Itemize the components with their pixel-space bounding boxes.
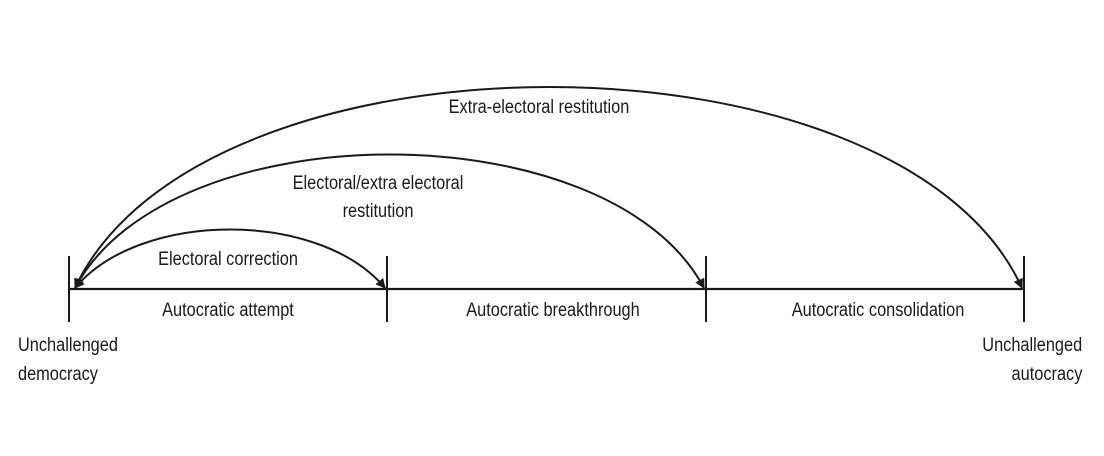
endpoint-left-line2: democracy [18, 364, 98, 385]
stage-label-breakthrough: Autocratic breakthrough [466, 300, 640, 321]
arc-label-mixed-line2: restitution [342, 201, 414, 222]
arc-label-extra-electoral: Extra-electoral restitution [448, 97, 630, 118]
stage-label-consolidation: Autocratic consolidation [791, 300, 965, 321]
arc-label-mixed-line1: Electoral/extra electoral [292, 173, 464, 194]
endpoint-right-line2: autocracy [1011, 364, 1082, 385]
arc-electoral-extra-electoral [74, 153, 705, 289]
arc-extra-electoral [74, 86, 1023, 289]
endpoint-left-line1: Unchallenged [18, 335, 118, 356]
arc-label-electoral-correction: Electoral correction [158, 249, 298, 270]
arc-electoral-correction [74, 228, 386, 289]
endpoint-right-line1: Unchallenged [982, 335, 1082, 356]
stage-label-attempt: Autocratic attempt [162, 300, 294, 321]
